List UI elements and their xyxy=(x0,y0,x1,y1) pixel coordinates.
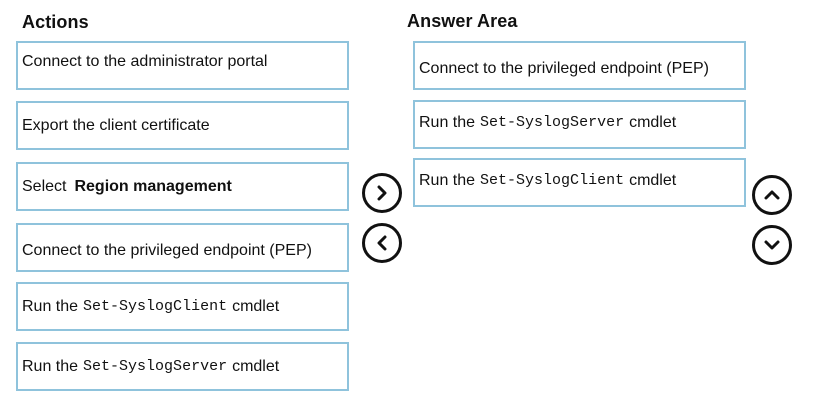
answer-item-run-set-syslogclient[interactable]: Run the Set-SyslogClient cmdlet xyxy=(413,158,746,207)
action-item-connect-admin-portal[interactable]: Connect to the administrator portal xyxy=(16,41,349,90)
answer-item-label: Connect to the privileged endpoint (PEP) xyxy=(419,59,709,77)
action-item-run-set-syslogserver[interactable]: Run the Set-SyslogServer cmdlet xyxy=(16,342,349,391)
cmdlet-name: Set-SyslogServer xyxy=(83,358,228,375)
action-item-prefix: Run the xyxy=(22,357,79,375)
cmdlet-name: Set-SyslogClient xyxy=(480,172,625,189)
action-item-label: Connect to the privileged endpoint (PEP) xyxy=(22,241,312,259)
move-right-button[interactable] xyxy=(362,173,402,213)
cmdlet-name: Set-SyslogServer xyxy=(480,114,625,131)
action-item-prefix: Select xyxy=(22,177,67,195)
action-item-suffix: cmdlet xyxy=(232,297,280,315)
chevron-down-icon xyxy=(764,240,780,250)
action-item-connect-pep[interactable]: Connect to the privileged endpoint (PEP) xyxy=(16,223,349,272)
action-item-label: Connect to the administrator portal xyxy=(22,53,268,70)
answer-item-suffix: cmdlet xyxy=(629,114,677,131)
action-item-label: Export the client certificate xyxy=(22,116,210,134)
action-item-run-set-syslogclient[interactable]: Run the Set-SyslogClient cmdlet xyxy=(16,282,349,331)
action-item-export-client-certificate[interactable]: Export the client certificate xyxy=(16,101,349,150)
move-down-button[interactable] xyxy=(752,225,792,265)
action-item-strong: Region management xyxy=(74,177,232,195)
answer-item-prefix: Run the xyxy=(419,172,476,189)
chevron-left-icon xyxy=(377,235,387,251)
chevron-right-icon xyxy=(377,185,387,201)
chevron-up-icon xyxy=(764,190,780,200)
actions-heading: Actions xyxy=(22,12,89,32)
action-item-prefix: Run the xyxy=(22,297,79,315)
answer-item-suffix: cmdlet xyxy=(629,172,677,189)
action-item-select-region-management[interactable]: Select Region management xyxy=(16,162,349,211)
answer-area-heading: Answer Area xyxy=(407,11,518,31)
answer-item-connect-pep[interactable]: Connect to the privileged endpoint (PEP) xyxy=(413,41,746,90)
answer-item-run-set-syslogserver[interactable]: Run the Set-SyslogServer cmdlet xyxy=(413,100,746,149)
move-up-button[interactable] xyxy=(752,175,792,215)
answer-item-prefix: Run the xyxy=(419,114,476,131)
action-item-suffix: cmdlet xyxy=(232,357,280,375)
cmdlet-name: Set-SyslogClient xyxy=(83,298,228,315)
move-left-button[interactable] xyxy=(362,223,402,263)
